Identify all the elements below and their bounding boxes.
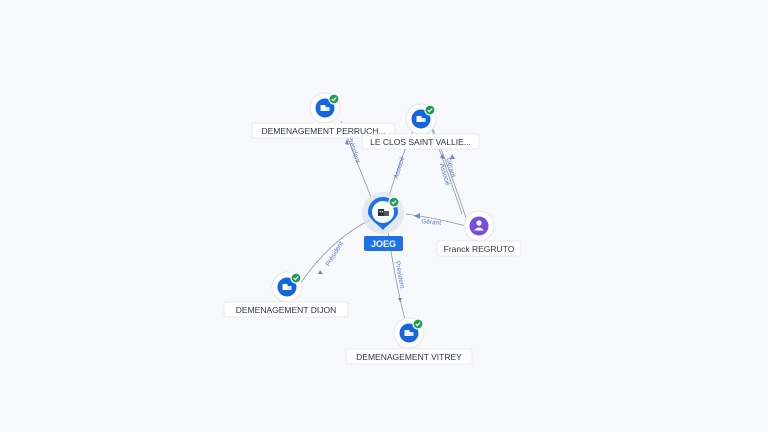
check-mark [415, 322, 421, 327]
edge-label-franck-joeg: Gérant [421, 218, 442, 227]
node-label: Franck REGRUTO [444, 244, 515, 254]
node-perruch[interactable]: DEMENAGEMENT PERRUCH... [251, 92, 396, 139]
node-vitrey[interactable]: DEMENAGEMENT VITREY [345, 317, 473, 365]
edge-arrow [450, 154, 455, 159]
node-label: DEMENAGEMENT VITREY [356, 352, 462, 362]
edge-label-joeg-vitrey: Président [394, 261, 406, 289]
node-core [469, 216, 489, 236]
check-mark [331, 97, 337, 102]
person-icon [474, 220, 484, 231]
edge-joeg-clos [388, 125, 416, 197]
node-label: DEMENAGEMENT DIJON [236, 305, 336, 315]
edge-arrow [440, 154, 445, 159]
check-mark [427, 108, 433, 113]
node-clos[interactable]: LE CLOS SAINT VALLIE... [361, 103, 480, 150]
edge-arrow [318, 270, 323, 274]
central-label: JOEG [371, 239, 396, 249]
node-dijon[interactable]: DEMENAGEMENT DIJON [223, 271, 349, 318]
edge-franck-joeg [405, 213, 467, 227]
edge-label-joeg-clos: Associé [393, 155, 407, 179]
node-label: LE CLOS SAINT VALLIE... [370, 137, 471, 147]
node-label-bg [436, 240, 522, 257]
building-icon [404, 330, 414, 336]
building-icon [282, 284, 292, 290]
check-mark [391, 200, 397, 205]
edge-joeg-dijon [299, 219, 371, 285]
edge-arrow [398, 298, 402, 302]
building-icon [378, 209, 389, 216]
check-mark [293, 276, 299, 281]
edge-label-joeg-dijon: Président [324, 241, 345, 268]
building-icon [416, 116, 426, 122]
node-label-bg [223, 301, 349, 318]
node-label-bg [345, 348, 473, 365]
node-joeg-central[interactable]: JOEG [362, 192, 404, 251]
edge-arrow [345, 139, 349, 145]
edge-label-joeg-perruch: Président [346, 135, 361, 163]
node-label-bg [361, 133, 480, 150]
central-label-bg [364, 236, 403, 251]
node-label: DEMENAGEMENT PERRUCH... [261, 126, 385, 136]
building-icon [320, 105, 330, 111]
edge-arrow [414, 213, 420, 219]
node-label-bg [251, 122, 396, 139]
node-franck[interactable]: Franck REGRUTO [436, 210, 522, 257]
